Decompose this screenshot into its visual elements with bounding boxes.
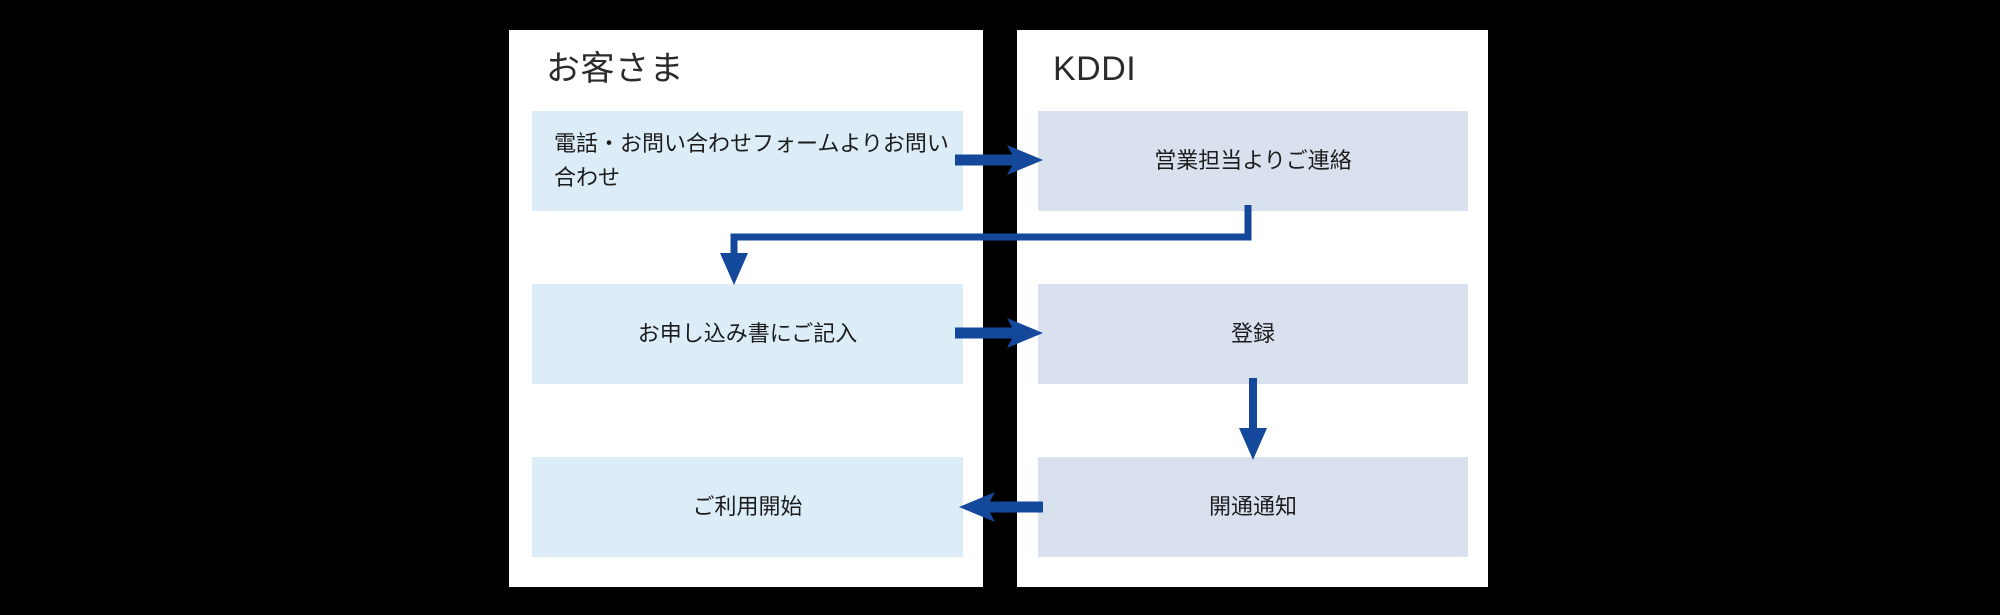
process-node-activation-notice: 開通通知 [1038,457,1468,557]
process-node-sales-contact: 営業担当よりご連絡 [1038,111,1468,211]
process-node-application-form: お申し込み書にご記入 [532,284,963,384]
process-node-inquiry: 電話・お問い合わせフォームよりお問い合わせ [532,111,963,211]
swimlane-title-customer: お客さま [546,50,684,88]
connector-inquiry-to-contact [955,142,1050,178]
connector-notice-to-start [955,489,1050,525]
connector-contact-to-application [720,205,1270,295]
connector-register-to-notice [1238,378,1272,462]
swimlane-title-kddi: KDDI [1053,50,1137,88]
process-node-registration: 登録 [1038,284,1468,384]
connector-application-to-register [955,315,1050,351]
process-node-service-start: ご利用開始 [532,457,963,557]
